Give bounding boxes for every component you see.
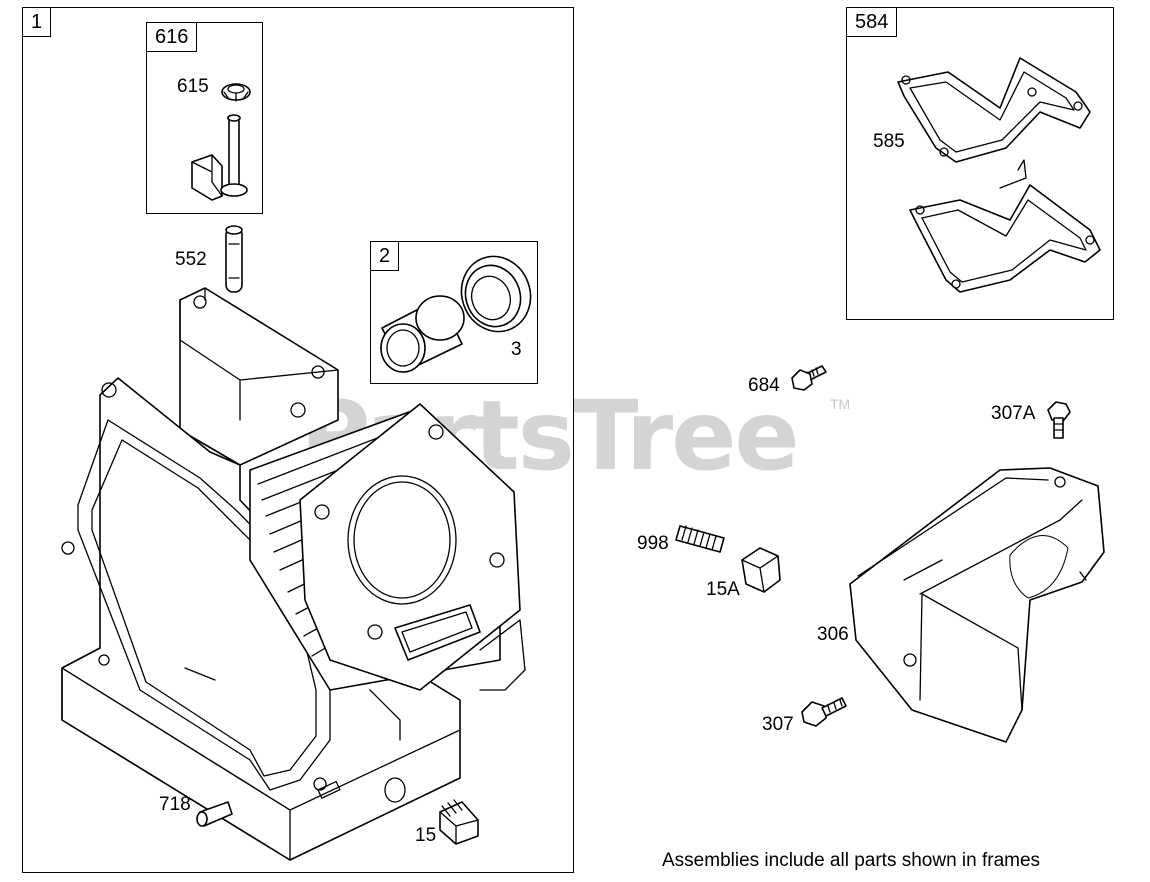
label-307[interactable]: 307 [762,714,794,735]
part-998-stud-drawing[interactable] [675,525,725,553]
frame-2-seal-kit: 2 [370,241,538,384]
part-15-plug-drawing[interactable] [439,799,479,845]
label-718[interactable]: 718 [159,794,191,815]
label-585[interactable]: 585 [873,131,905,152]
part-616-breather-assembly-drawing[interactable] [191,114,248,201]
frame-584-gasket-set: 584 [846,7,1114,320]
frame-616-tag[interactable]: 616 [146,22,198,52]
part-615-retainer-drawing[interactable] [221,83,251,102]
label-307a[interactable]: 307A [991,403,1036,424]
frame-1-short-block: 1 [22,7,574,873]
assemblies-note: Assemblies include all parts shown in fr… [662,850,1041,871]
part-1-cylinder-block-drawing[interactable] [61,287,526,861]
part-3-oil-seal-drawing[interactable] [451,247,541,342]
part-718-dowel-pin-drawing[interactable] [196,801,233,827]
part-552-guide-drawing[interactable] [225,225,243,293]
label-15a[interactable]: 15A [706,579,740,600]
label-615[interactable]: 615 [177,76,209,97]
frame-2-tag[interactable]: 2 [370,241,400,271]
label-684[interactable]: 684 [748,375,780,396]
part-2-bushing-drawing[interactable] [380,295,465,373]
part-307a-screw-drawing[interactable] [1047,401,1071,439]
frame-1-tag[interactable]: 1 [22,7,52,37]
part-585-gasket-set-drawing[interactable] [897,57,1101,293]
label-15[interactable]: 15 [415,825,437,846]
part-15a-nut-drawing[interactable] [741,547,781,593]
label-3[interactable]: 3 [511,339,522,360]
part-307-screw-drawing[interactable] [801,697,847,727]
label-552[interactable]: 552 [175,249,207,270]
part-306-air-guide-drawing[interactable] [849,467,1105,743]
frame-584-tag[interactable]: 584 [846,7,898,37]
label-306[interactable]: 306 [817,624,849,645]
label-998[interactable]: 998 [637,533,669,554]
trademark-symbol: TM [830,396,851,412]
frame-616-breather-kit: 616 [146,22,263,214]
part-684-screw-drawing[interactable] [791,365,827,391]
